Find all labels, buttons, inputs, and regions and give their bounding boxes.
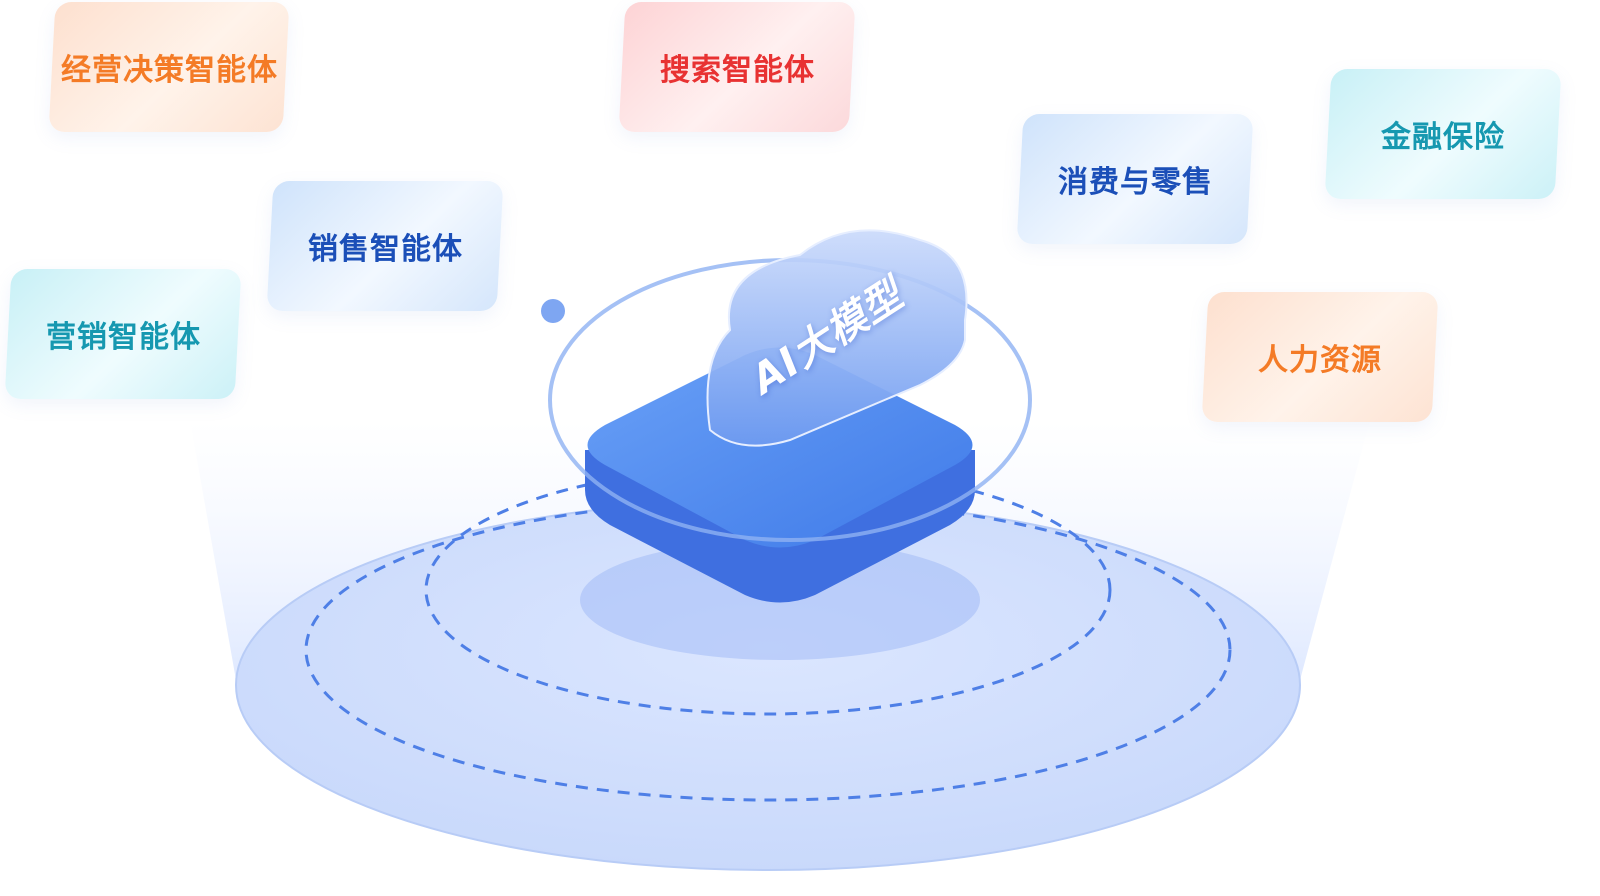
card-search-agent[interactable]: 搜索智能体 <box>618 2 856 132</box>
card-human-resources[interactable]: 人力资源 <box>1201 292 1439 422</box>
card-sales-agent[interactable]: 销售智能体 <box>266 181 504 311</box>
card-label: 经营决策智能体 <box>60 53 278 88</box>
card-label: 营销智能体 <box>45 320 201 355</box>
card-label: 消费与零售 <box>1057 165 1213 200</box>
card-label: 人力资源 <box>1258 343 1382 378</box>
card-business-decision-agent[interactable]: 经营决策智能体 <box>48 2 290 132</box>
card-marketing-agent[interactable]: 营销智能体 <box>4 269 242 399</box>
card-label: 销售智能体 <box>307 232 463 267</box>
cloud-icon <box>706 229 968 447</box>
card-label: 金融保险 <box>1381 120 1505 155</box>
orbit-dot <box>541 299 565 323</box>
card-finance-insurance[interactable]: 金融保险 <box>1324 69 1562 199</box>
card-label: 搜索智能体 <box>659 53 815 88</box>
card-consumer-retail[interactable]: 消费与零售 <box>1016 114 1254 244</box>
